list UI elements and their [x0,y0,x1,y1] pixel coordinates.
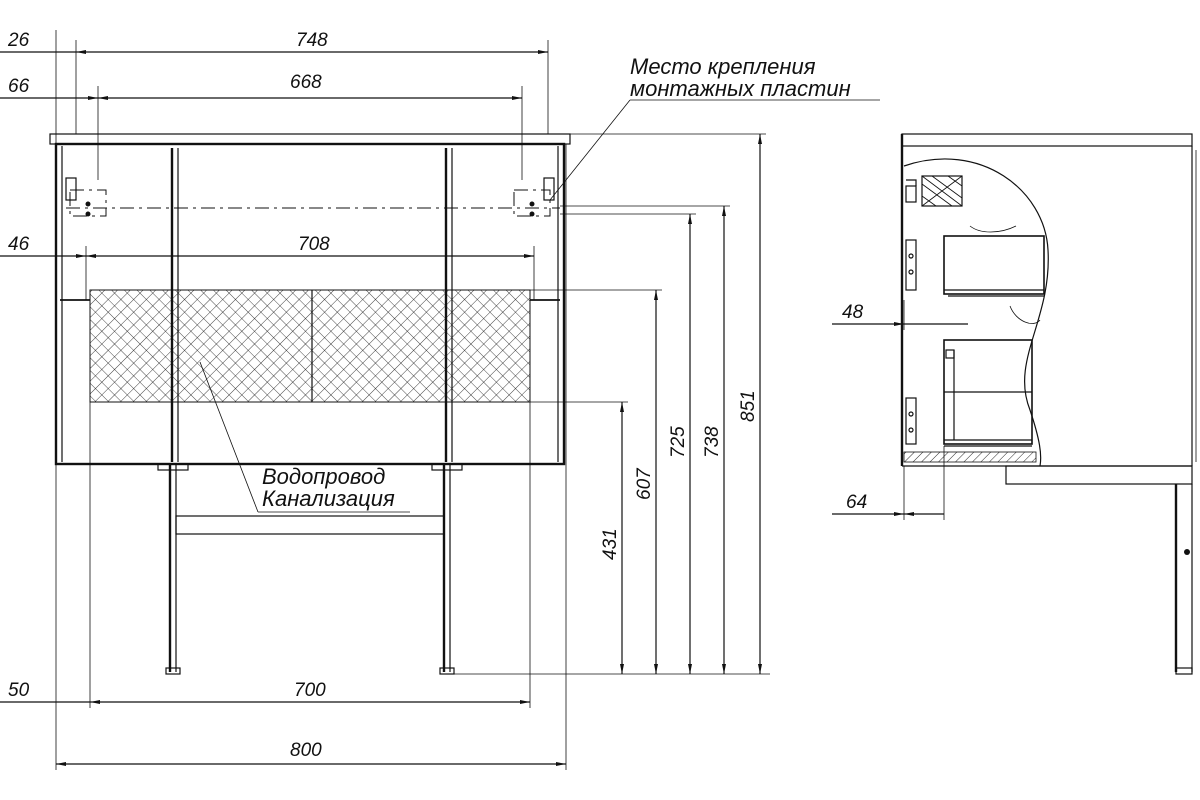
dim-851: 851 [738,390,759,422]
dim-64: 64 [846,492,867,513]
plumbing-label-line2: Канализация [262,486,395,511]
side-floor-hatch [903,451,1037,463]
dim-48: 48 [842,302,864,323]
leg-right [431,463,463,675]
side-drawer-upper [943,235,1045,295]
front-view [49,99,880,675]
dim-26: 26 [7,30,30,51]
dim-708: 708 [298,234,330,255]
vertical-dimensions: 431 607 725 738 851 [446,133,770,675]
utility-zone-mesh [89,289,531,403]
plumbing-label-line1: Водопровод [262,464,385,489]
mounting-note-line1: Место крепления [630,54,816,79]
dim-738: 738 [702,426,723,458]
mounting-plate-right [513,177,555,217]
dim-668: 668 [290,72,322,93]
countertop [49,133,571,145]
mounting-plate-left [65,177,107,217]
mounting-note-line2: монтажных пластин [630,76,851,101]
dim-800: 800 [290,740,322,761]
dim-607: 607 [634,467,655,500]
dim-50: 50 [8,680,30,701]
cutaway-curve [903,158,1049,467]
side-view: 48 64 [832,133,1197,675]
dim-748: 748 [296,30,328,51]
side-leg-bracket [1005,465,1193,485]
dim-725: 725 [668,426,689,458]
dim-700: 700 [294,680,326,701]
horizontal-dimensions: 26 748 66 668 46 708 50 700 800 [0,30,567,770]
leg-crossbar [175,515,445,535]
leg-left [157,463,189,675]
dim-66: 66 [8,76,30,97]
dim-46: 46 [8,234,30,255]
dim-431: 431 [600,528,621,560]
